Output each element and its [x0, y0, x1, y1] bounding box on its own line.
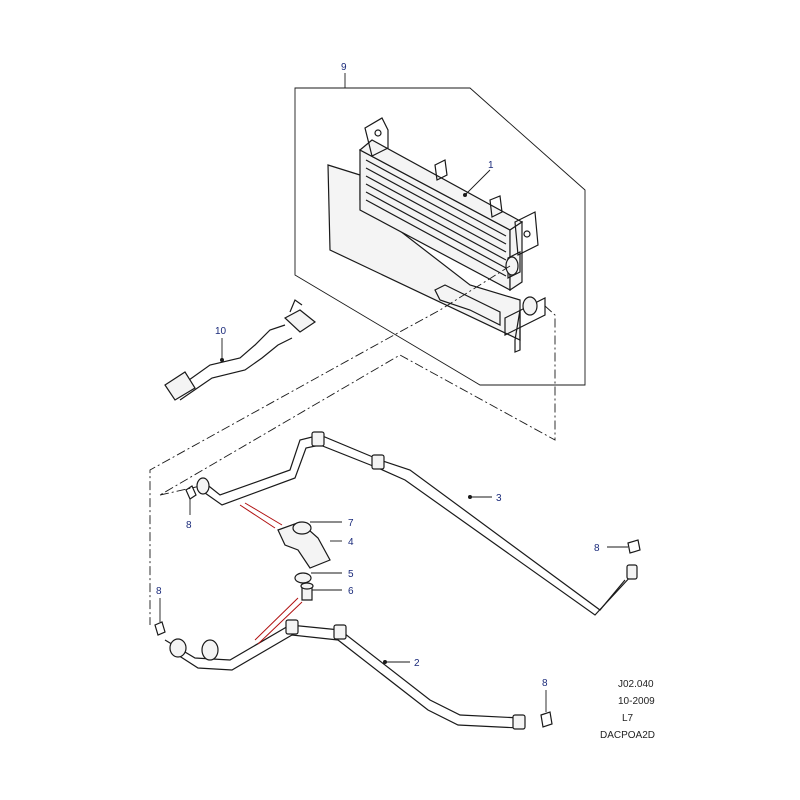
diagram-code: DACPOA2D	[600, 730, 655, 741]
callout-9: 9	[341, 62, 347, 73]
callout-5: 5	[348, 569, 354, 580]
callout-8-bottom: 8	[542, 678, 548, 689]
callout-8-upper-left: 8	[186, 520, 192, 531]
diagram-ref: J02.040	[618, 679, 654, 690]
callout-1: 1	[488, 160, 494, 171]
oil-cooler	[327, 117, 546, 353]
diagram-date: 10-2009	[618, 696, 655, 707]
lower-pipe	[164, 619, 526, 730]
sensor-harness	[164, 299, 317, 401]
callout-8-lower-left: 8	[156, 586, 162, 597]
pipe-clips	[154, 485, 641, 728]
callout-8-right: 8	[594, 543, 600, 554]
cooler-fins	[365, 159, 507, 277]
callout-3: 3	[496, 493, 502, 504]
callout-10: 10	[215, 326, 227, 337]
diagram-footer: J02.040 10-2009 L7 DACPOA2D	[600, 679, 655, 741]
callout-4: 4	[348, 537, 354, 548]
callout-2: 2	[414, 658, 420, 669]
callout-7: 7	[348, 518, 354, 529]
pipe-clamp	[239, 502, 342, 645]
diagram-model: L7	[622, 713, 634, 724]
callout-6: 6	[348, 586, 354, 597]
callout-labels: 9 1 10 3 7 4 5 6 8 8 8 2 8	[156, 62, 600, 689]
assembly-frame-9	[294, 73, 586, 386]
upper-pipe	[196, 431, 638, 616]
